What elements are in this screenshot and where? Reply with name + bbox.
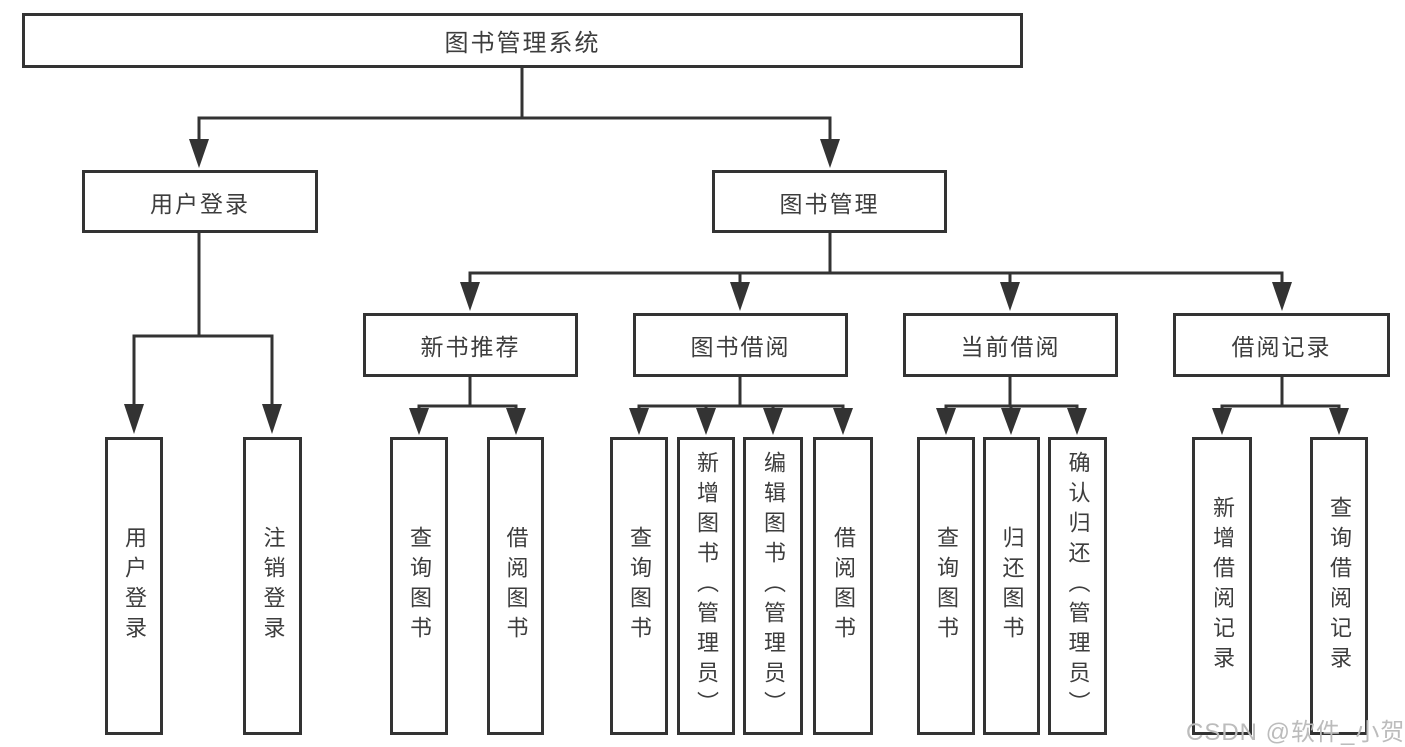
leaf-br-add-record-label: 新增借阅记录 [1210, 496, 1235, 676]
leaf-logout: 注销登录 [243, 437, 302, 735]
leaf-user-login: 用户登录 [105, 437, 163, 735]
node-book-borrow-label: 图书借阅 [690, 334, 791, 360]
edge-new-book-rec-children [409, 375, 526, 435]
node-new-book-rec: 新书推荐 [363, 313, 578, 377]
leaf-nb-borrow-books-label: 借阅图书 [503, 526, 529, 646]
edge-book-mgmt-children [460, 231, 1292, 311]
node-borrow-record: 借阅记录 [1173, 313, 1390, 377]
node-current-borrow: 当前借阅 [903, 313, 1118, 377]
node-current-borrow-label: 当前借阅 [960, 334, 1061, 360]
node-user-login-label: 用户登录 [150, 190, 250, 217]
leaf-logout-label: 注销登录 [260, 526, 286, 646]
watermark: CSDN @软件_小贺同学 [1186, 719, 1405, 746]
node-new-book-rec-label: 新书推荐 [420, 334, 521, 360]
node-user-login: 用户登录 [82, 170, 318, 233]
leaf-bb-add-books-admin: 新增图书（管理员） [677, 437, 735, 735]
edge-borrow-record-children [1212, 375, 1349, 435]
node-borrow-record-label: 借阅记录 [1231, 334, 1332, 360]
leaf-br-query-record: 查询借阅记录 [1310, 437, 1368, 735]
leaf-cb-return-books-label: 归还图书 [999, 526, 1025, 646]
leaf-nb-borrow-books: 借阅图书 [487, 437, 544, 735]
leaf-nb-query-books: 查询图书 [390, 437, 448, 735]
node-book-mgmt-label: 图书管理 [779, 190, 880, 217]
leaf-bb-edit-books-admin: 编辑图书（管理员） [743, 437, 803, 735]
edge-book-borrow-children [629, 375, 853, 435]
leaf-user-login-label: 用户登录 [122, 526, 147, 646]
leaf-cb-confirm-return-admin: 确认归还（管理员） [1048, 437, 1107, 735]
leaf-bb-edit-books-admin-label: 编辑图书（管理员） [761, 451, 786, 721]
leaf-cb-confirm-return-admin-label: 确认归还（管理员） [1065, 451, 1091, 721]
leaf-bb-query-books-label: 查询图书 [627, 526, 652, 646]
leaf-nb-query-books-label: 查询图书 [407, 526, 432, 646]
leaf-cb-return-books: 归还图书 [983, 437, 1040, 735]
edge-root-to-level2 [189, 66, 840, 168]
node-root: 图书管理系统 [22, 13, 1023, 68]
edge-current-borrow-children [936, 375, 1087, 435]
node-book-borrow: 图书借阅 [633, 313, 848, 377]
leaf-bb-add-books-admin-label: 新增图书（管理员） [694, 451, 719, 721]
node-root-label: 图书管理系统 [444, 30, 601, 57]
leaf-br-query-record-label: 查询借阅记录 [1327, 496, 1352, 676]
leaf-br-add-record: 新增借阅记录 [1192, 437, 1252, 735]
leaf-cb-query-books: 查询图书 [917, 437, 975, 735]
leaf-bb-borrow-books: 借阅图书 [813, 437, 873, 735]
leaf-bb-borrow-books-label: 借阅图书 [831, 526, 856, 646]
edge-user-login-children [124, 231, 282, 434]
node-book-mgmt: 图书管理 [712, 170, 947, 233]
leaf-bb-query-books: 查询图书 [610, 437, 668, 735]
leaf-cb-query-books-label: 查询图书 [934, 526, 959, 646]
